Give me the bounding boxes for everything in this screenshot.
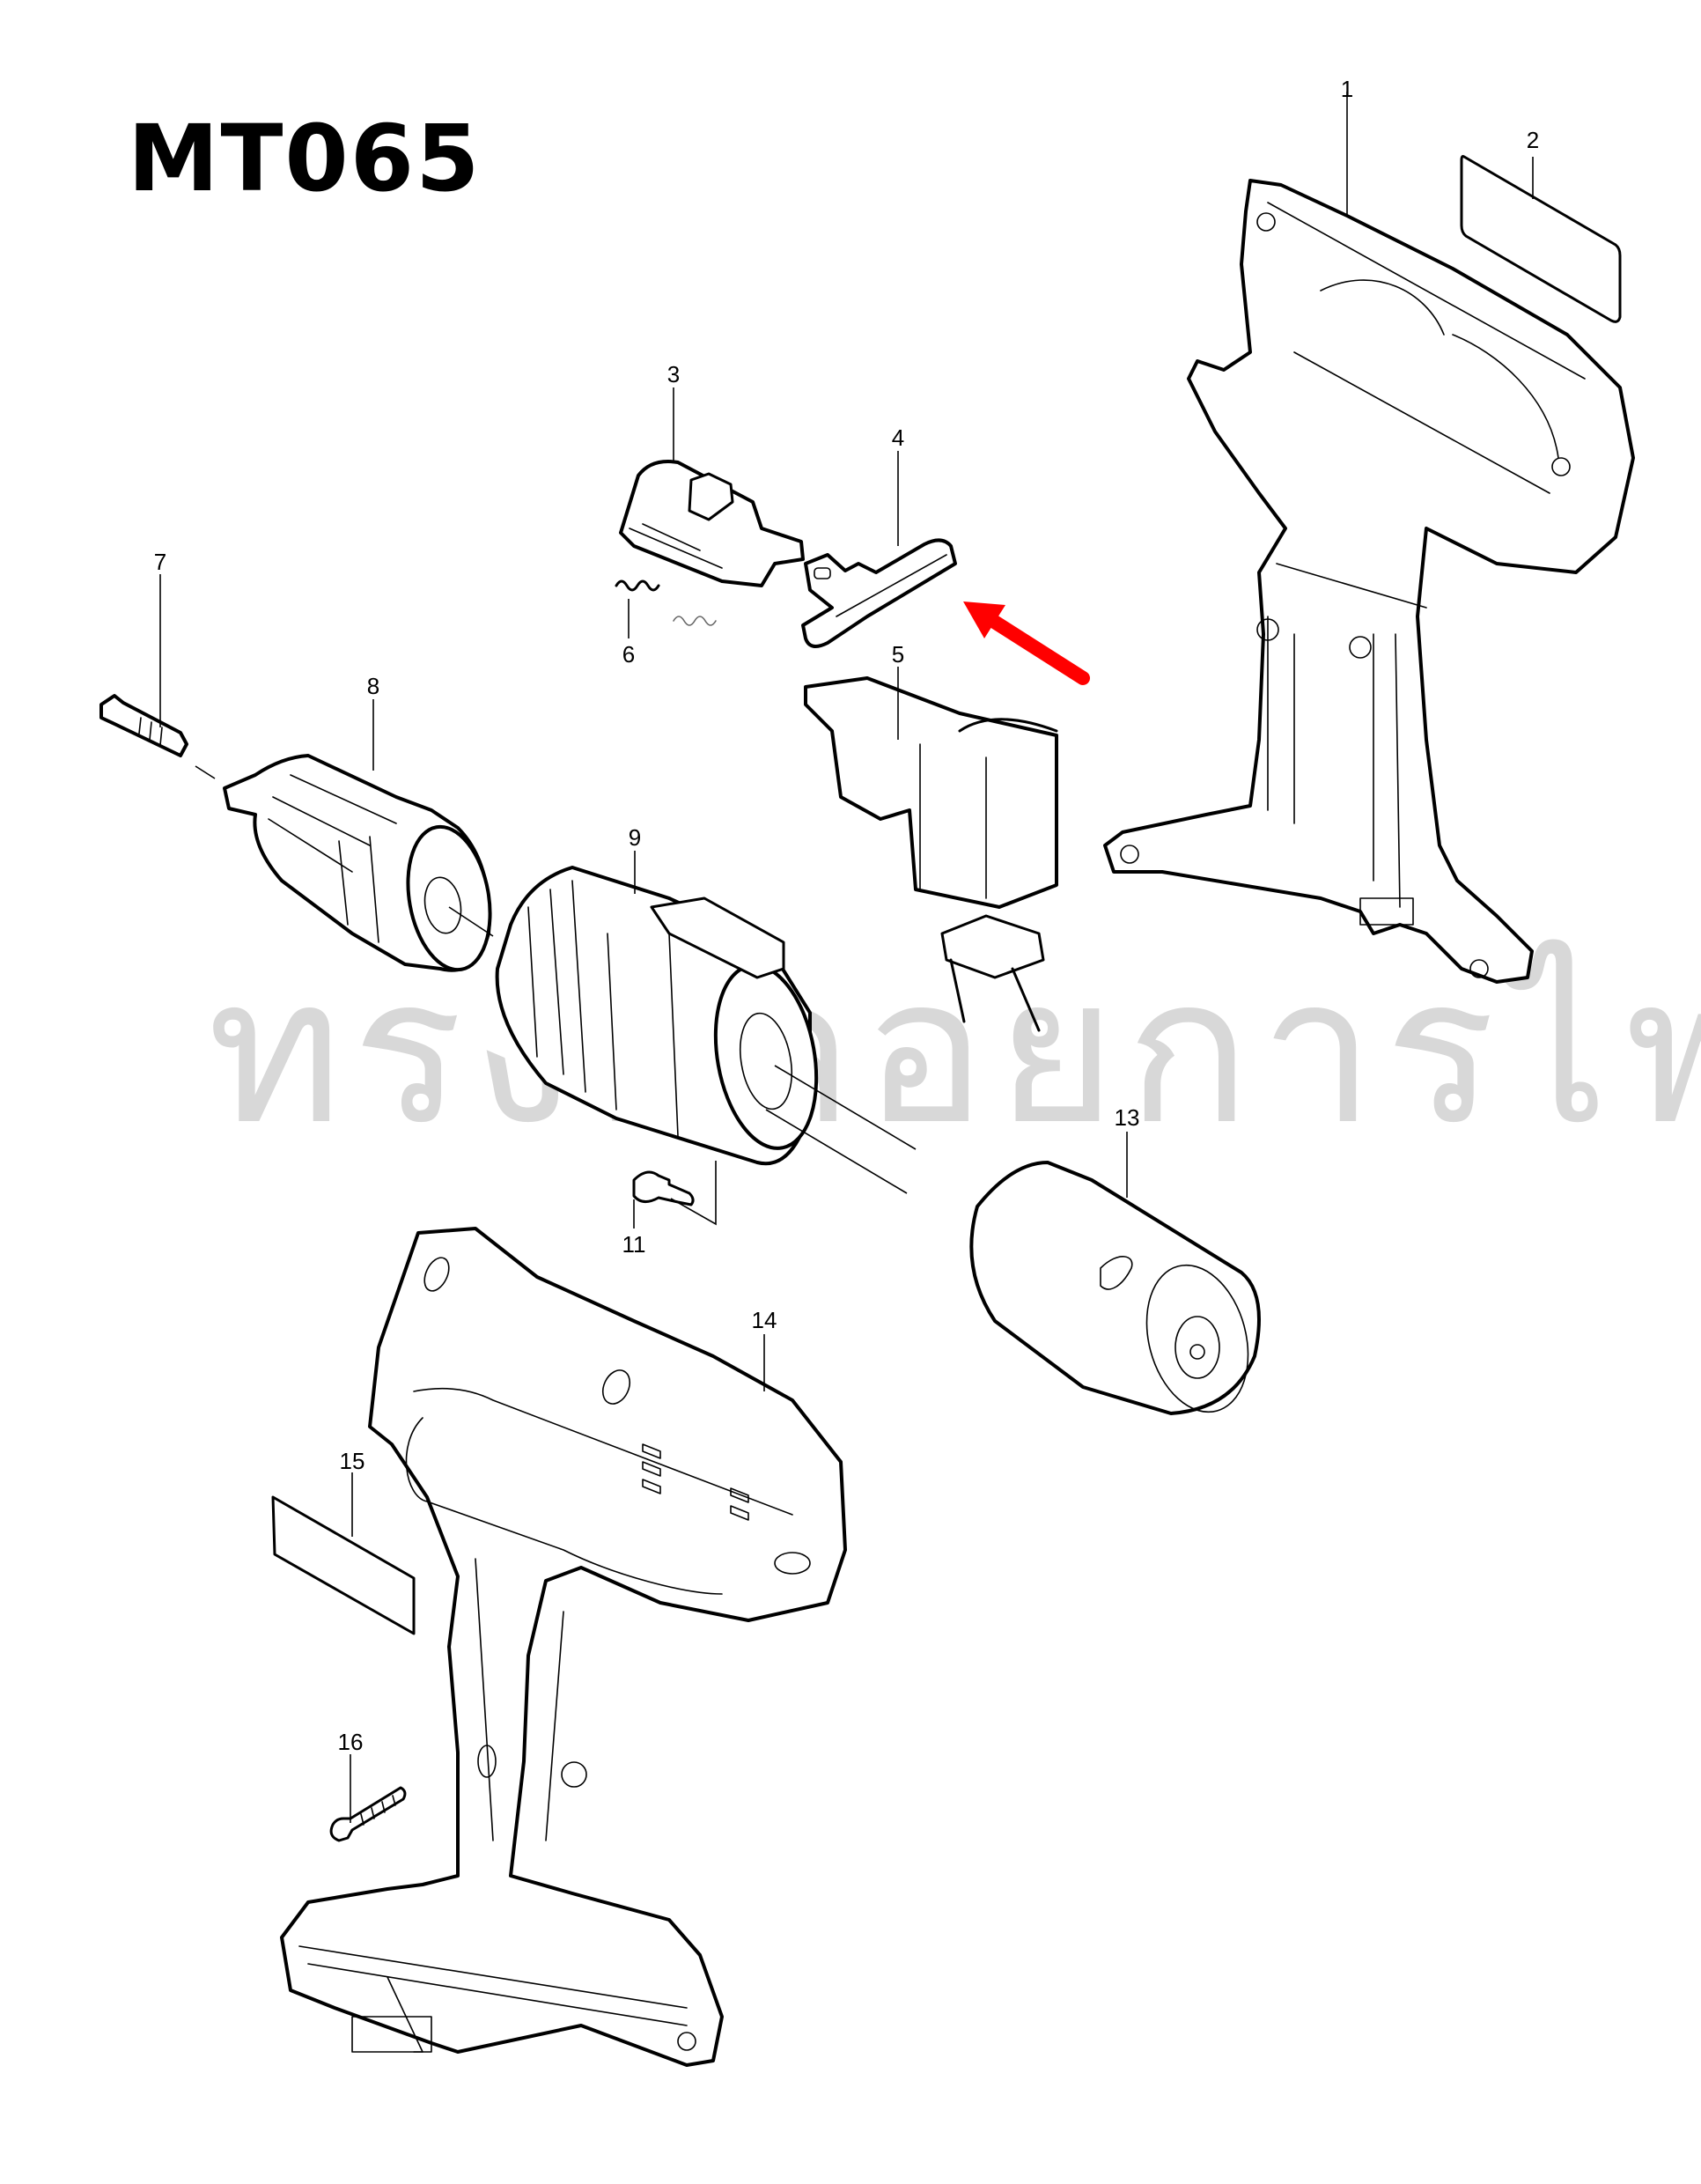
part-9-gear-assembly (495, 851, 917, 1194)
part-13-dc-motor (969, 1132, 1261, 1415)
part-1-housing-right (1103, 92, 1635, 984)
callout-16: 16 (337, 1729, 364, 1755)
callout-9: 9 (628, 824, 642, 851)
part-4-reversing-lever (801, 451, 957, 648)
model-title: MT065 (128, 105, 482, 212)
part-5-switch (804, 667, 1058, 1032)
part-16-tapping-screw (329, 1754, 407, 1842)
callout-7: 7 (153, 549, 167, 575)
part-3-change-lever (619, 387, 805, 587)
callout-3: 3 (666, 361, 681, 387)
part-15-label (271, 1472, 416, 1635)
callout-1: 1 (1340, 76, 1354, 102)
part-2-name-plate (1460, 155, 1622, 323)
part-11-pan-head-screw (632, 1161, 717, 1228)
part-6-compression-spring (615, 579, 717, 638)
watermark-text: ทรงพลอยการไฟฟ้า (207, 934, 1701, 1169)
part-14-housing-left (280, 1227, 847, 2067)
callout-6: 6 (622, 641, 636, 668)
callout-8: 8 (366, 673, 380, 699)
callout-13: 13 (1114, 1104, 1140, 1131)
callout-4: 4 (891, 424, 905, 451)
callout-2: 2 (1526, 127, 1540, 153)
highlight-arrow-icon (963, 601, 1090, 685)
part-8-keyless-chuck (223, 699, 494, 972)
callout-15: 15 (339, 1448, 365, 1474)
callout-11: 11 (622, 1231, 646, 1258)
part-7-screw (99, 574, 216, 779)
callout-5: 5 (891, 641, 905, 668)
callout-14: 14 (751, 1307, 777, 1333)
